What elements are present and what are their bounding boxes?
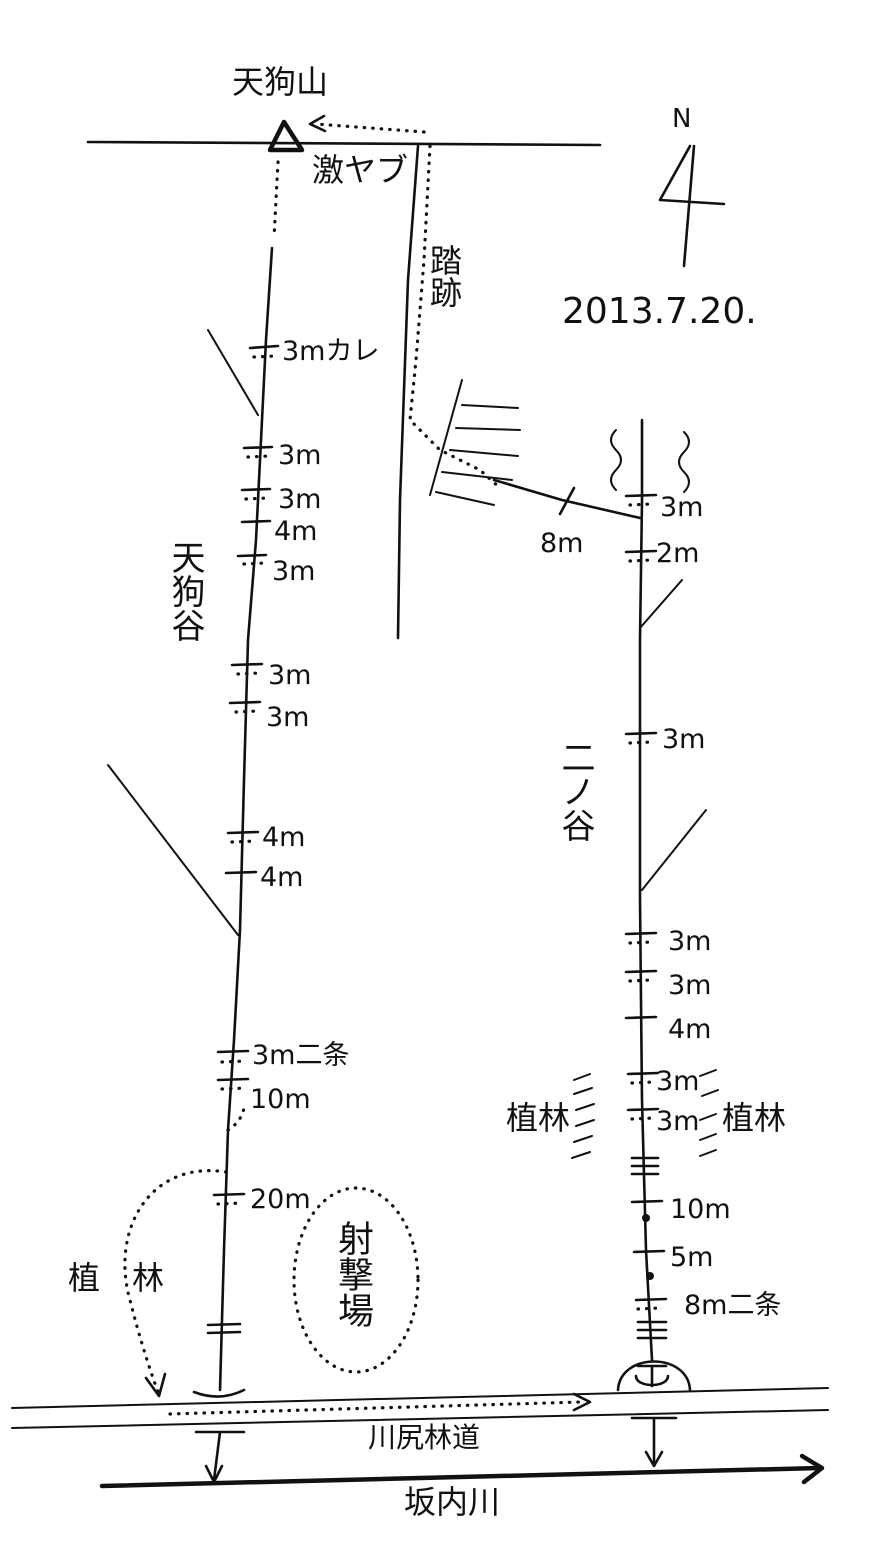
nino-fall-label-9: 10m — [670, 1194, 731, 1225]
nino-tributary-1 — [639, 579, 683, 629]
head-wave-right — [678, 431, 690, 493]
tengu-valley-line — [218, 246, 274, 1392]
tengu-fall-label-6: 3m — [268, 660, 312, 691]
tengu-fall-marks — [206, 344, 280, 1335]
trace-path-label: 踏跡 — [425, 244, 463, 308]
nino-fall-label-10: 5m — [670, 1242, 714, 1273]
tengu-fall-label-10: 3m二条 — [252, 1040, 350, 1071]
forest-road-lower — [11, 1409, 829, 1429]
culvert-arch-icon — [616, 1360, 692, 1392]
dotted-ridge-traverse — [314, 122, 426, 134]
bush-note-label: 激ヤブ — [312, 151, 409, 189]
forest-road-label: 川尻林道 — [368, 1421, 481, 1454]
tengu-fall-label-12: 20m — [250, 1184, 311, 1215]
road-route-arrow-icon — [572, 1392, 592, 1412]
tengu-fall-label-9: 4m — [260, 862, 304, 893]
nino-fall-label-3: 3m — [662, 724, 706, 755]
nino-valley-line — [638, 418, 654, 1362]
branch-fall-mark — [558, 486, 576, 516]
nino-fall-dots — [628, 502, 662, 1311]
tengu-fall-label-3: 3m — [278, 484, 322, 515]
nino-valley-label: 二ノ谷 — [555, 740, 595, 842]
tengu-tributary-1 — [207, 329, 259, 416]
river-label: 坂内川 — [404, 1483, 501, 1521]
nino-fall-label-1: 3m — [660, 492, 704, 523]
shooting-range-ring — [292, 1186, 420, 1374]
nino-fall-label-5: 3m — [668, 970, 712, 1001]
nino-fall-label-8: 3m — [656, 1106, 700, 1137]
summit-dotted-descent — [272, 160, 280, 240]
detour-dotted — [226, 1106, 246, 1132]
ridge-line — [86, 140, 602, 147]
nino-fall-label-11: 8m二条 — [684, 1290, 782, 1321]
shooting-range-label: 射撃場 — [332, 1220, 373, 1328]
ravine-fan — [429, 379, 521, 506]
tengu-valley-label: 天狗谷 — [165, 540, 205, 642]
nino-outflow-arrow-icon — [644, 1450, 664, 1468]
north-arrow-icon — [658, 144, 726, 268]
plantation-a-label: 植林 — [506, 1099, 571, 1137]
summit-triangle-icon — [267, 119, 305, 153]
culvert-mark — [634, 1364, 670, 1388]
nino-pool-2 — [646, 1272, 654, 1280]
nino-fall-label-2: 2m — [656, 538, 700, 569]
arrow-to-summit-icon — [308, 114, 327, 133]
tengu-outflow-mark — [194, 1430, 246, 1482]
plantation-hatch-left — [571, 1073, 595, 1159]
tengu-tributary-2 — [107, 764, 239, 936]
tengu-fall-label-11: 10m — [250, 1084, 311, 1115]
nino-fall-label-7: 3m — [656, 1066, 700, 1097]
tengu-fall-dots — [216, 354, 278, 1206]
river-arrow-icon — [799, 1453, 825, 1485]
tengu-fall-label-2: 3m — [278, 440, 322, 471]
nino-fall-label-6: 4m — [668, 1014, 712, 1045]
trace-path-line — [396, 144, 420, 640]
forest-road-upper — [11, 1387, 829, 1409]
head-wave-left — [610, 429, 622, 491]
forest-road-route-dotted — [168, 1400, 582, 1416]
branch-fall-label: 8m — [540, 528, 584, 559]
plantation-left-label: 植 林 — [68, 1259, 165, 1297]
river-line — [99, 1465, 823, 1489]
nino-fall-marks — [624, 493, 668, 1340]
north-label: N — [672, 104, 692, 134]
tengu-confluence-mark — [192, 1388, 246, 1398]
summit-label: 天狗山 — [232, 63, 329, 101]
tengu-fall-label-7: 3m — [266, 702, 310, 733]
plantation-detour-arrow-icon — [144, 1372, 167, 1398]
plantation-detour-dotted — [123, 1169, 228, 1394]
trace-path-dotted — [408, 144, 502, 490]
tengu-fall-label-4: 4m — [274, 516, 318, 547]
tengu-fall-label-5: 3m — [272, 556, 316, 587]
tengu-fall-label-8: 4m — [262, 822, 306, 853]
nino-pool-1 — [642, 1214, 650, 1222]
plantation-hatch-right — [699, 1069, 719, 1157]
nino-fall-label-4: 3m — [668, 926, 712, 957]
branch-stream-line — [492, 478, 642, 520]
date-label: 2013.7.20. — [562, 291, 757, 332]
plantation-b-label: 植林 — [722, 1099, 787, 1137]
tengu-fall-label-1: 3mカレ — [282, 336, 380, 367]
nino-outflow-mark — [630, 1416, 678, 1466]
nino-tributary-2 — [641, 809, 707, 891]
